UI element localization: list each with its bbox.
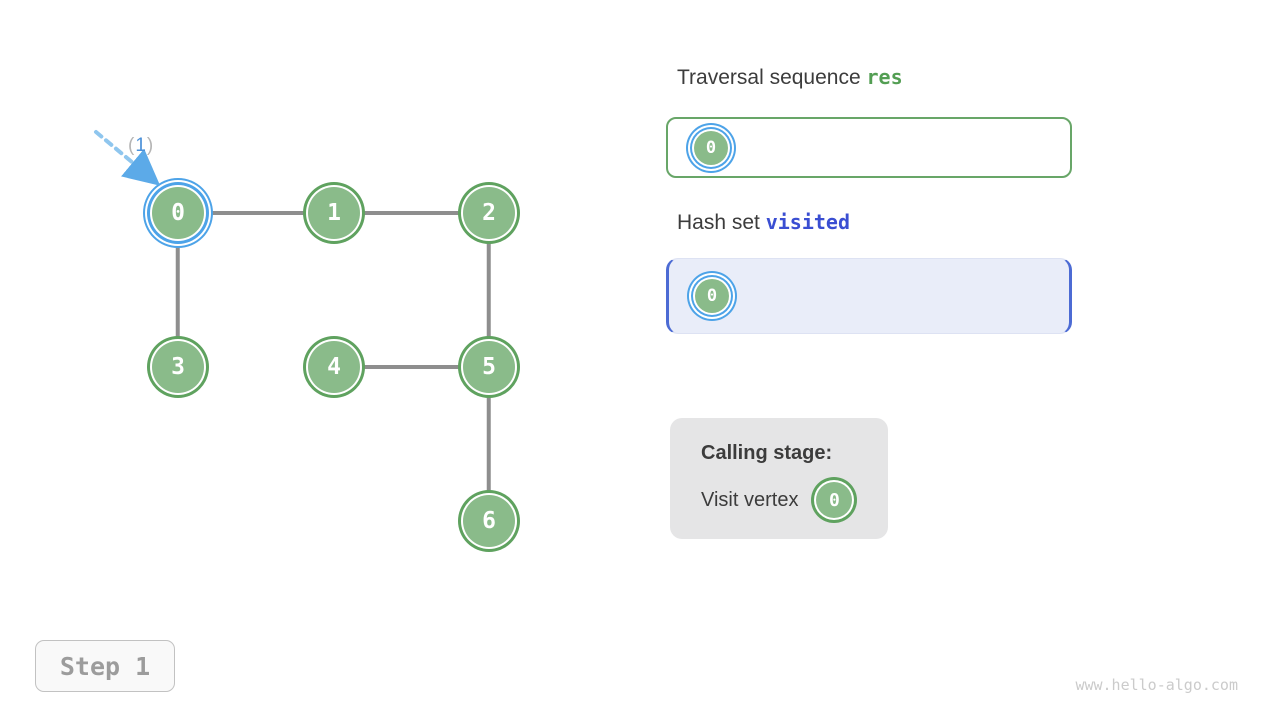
graph-vertex-4: 4 — [308, 341, 360, 393]
step-badge: Step 1 — [35, 640, 175, 692]
calling-stage-row: Visit vertex 0 — [701, 482, 888, 518]
hash-set-title: Hash set visited — [677, 210, 850, 235]
graph-vertex-1: 1 — [308, 187, 360, 239]
visited-set-box: 0 — [666, 258, 1072, 334]
calling-stage-box: Calling stage: Visit vertex 0 — [670, 418, 888, 539]
calling-action-text: Visit vertex — [701, 488, 799, 511]
traversal-sequence-box: 0 — [666, 117, 1072, 178]
watermark: www.hello-algo.com — [1075, 676, 1238, 694]
edge-0-1 — [178, 211, 334, 215]
pointer-label-open: ( — [128, 135, 136, 156]
calling-vertex-slot: 0 — [816, 482, 853, 518]
traversal-sequence-title: Traversal sequence res — [677, 65, 903, 90]
hash-title-text: Hash set — [677, 211, 760, 234]
pointer-label-number: 1 — [135, 135, 147, 156]
graph-vertex-5: 5 — [463, 341, 515, 393]
edge-1-2 — [334, 211, 489, 215]
edge-4-5 — [334, 365, 489, 369]
res-code-label: res — [866, 65, 903, 89]
graph-vertex-3: 3 — [152, 341, 204, 393]
graph-vertex-0: 0 — [152, 187, 204, 239]
pointer-step-label: (1) — [128, 135, 154, 157]
calling-vertex-0: 0 — [816, 482, 853, 518]
pointer-arrow-icon — [94, 130, 161, 186]
graph-vertex-6: 6 — [463, 495, 515, 547]
visited-code-label: visited — [765, 210, 851, 234]
pointer-label-close: ) — [146, 135, 155, 156]
res-item-0: 0 — [694, 130, 728, 165]
calling-stage-title: Calling stage: — [701, 442, 833, 464]
traversal-title-text: Traversal sequence — [677, 66, 861, 89]
graph-vertex-2: 2 — [463, 187, 515, 239]
visited-item-0: 0 — [695, 279, 729, 313]
